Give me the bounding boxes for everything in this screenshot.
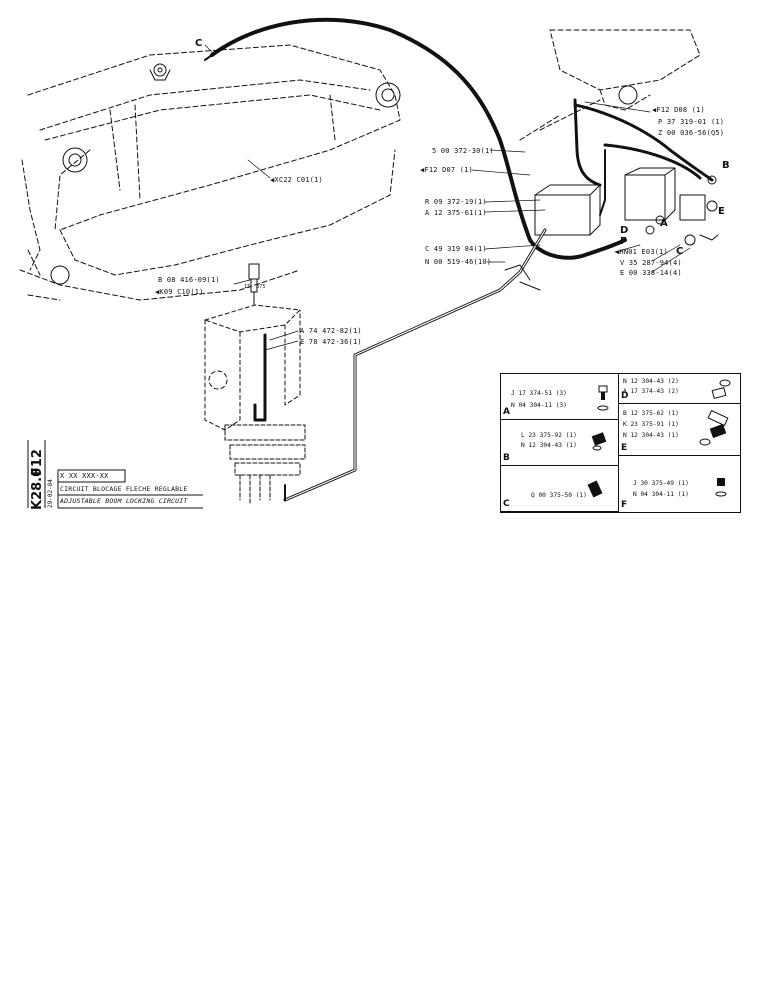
hose-vertical: [573, 98, 602, 187]
callout-letter-e: E: [718, 206, 725, 217]
legend-cell-a: J 17 374-51 (3) N 04 304-11 (3) A: [501, 374, 619, 420]
fitting-c-icon: [587, 480, 603, 498]
fitting-f-icon: [715, 478, 727, 497]
frame-bracket: [204, 304, 301, 431]
legend-cell-e: B 12 375-62 (1) K 23 375-91 (1) N 12 304…: [619, 404, 740, 456]
callout-letter-a: A: [660, 218, 668, 229]
fitting-b-icon: [591, 432, 607, 451]
callout-letter-f: F: [620, 236, 627, 247]
boom-structure: [19, 44, 401, 301]
callout-n00: N 00 519-46(10): [425, 258, 492, 266]
drawing-date: 29-02-84: [47, 479, 54, 508]
turret-structure: [519, 29, 701, 141]
callout-c49: C 49 319 84(1): [425, 245, 487, 253]
fitting-e-icon: [699, 410, 729, 446]
distributor-block: [224, 424, 306, 506]
callout-num-15: 15: [244, 284, 251, 290]
valve-block: [534, 167, 719, 246]
callout-r09: R 09 372-19(1): [425, 198, 487, 206]
fitting-a-icon: [597, 385, 609, 411]
callout-hn01: ◀HN01 E03(1): [615, 248, 668, 256]
fitting-d-icon: [711, 379, 731, 400]
callout-a74: A 74 472-82(1): [300, 327, 362, 335]
drawing-title-fr: CIRCUIT BLOCAGE FLECHE REGLABLE: [60, 485, 188, 493]
callout-k09: ◀K09 C10(1): [155, 288, 204, 296]
main-hose-upper: [210, 17, 627, 260]
legend-cell-d: N 12 304-43 (2) A 17 374-43 (2) D: [619, 374, 740, 404]
drawing-title-en: ADJUSTABLE BOOM LOCKING CIRCUIT: [60, 497, 188, 505]
hose-d08: [573, 103, 714, 182]
hose-z00: [603, 143, 702, 180]
title-block-frame: [27, 440, 203, 509]
callout-f12-d07: ◀F12 D07 (1): [420, 166, 473, 174]
callout-num-375: 375: [256, 284, 266, 290]
callout-letter-c: C: [676, 246, 684, 257]
callout-a12: A 12 375-61(1): [425, 209, 487, 217]
boom-pivots: [50, 63, 401, 285]
callout-b08: B 08 416-09(1): [158, 276, 220, 284]
legend-cell-b: L 23 375-92 (1) N 12 304-43 (1) B: [501, 420, 619, 466]
legend-cell-f: J 30 375-49 (1) N 04 304-11 (1) F: [619, 456, 740, 512]
leader-lines: [204, 44, 691, 351]
callout-e78: E 78 472-36(1): [300, 338, 362, 346]
title-block: F12 K28.0 29-02-84 X XX XXX-XX CIRCUIT B…: [28, 440, 203, 510]
callout-e00: E 00 338-14(4): [620, 269, 682, 277]
callout-z00: Z 00 036-56(Q5): [658, 129, 725, 137]
drawing-ref: X XX XXX-XX: [60, 472, 109, 480]
callout-xc22: ◀XC22 C01(1): [270, 176, 323, 184]
callout-letter-b: B: [722, 160, 730, 171]
drawing-code-k28: K28.0: [30, 467, 45, 510]
turret-pivot: [618, 85, 638, 105]
parts-legend: J 17 374-51 (3) N 04 304-11 (3) A L 23 3…: [500, 373, 741, 513]
pipe-a74: [253, 333, 267, 422]
legend-cell-c: Q 00 375-50 (1) C: [501, 466, 619, 512]
callout-p37: P 37 319-01 (1): [658, 118, 725, 126]
callout-f12-d08: ◀F12 D08 (1): [652, 106, 705, 114]
valve-b08: [248, 263, 260, 306]
callout-s500: 5 00 372-30(1): [432, 147, 494, 155]
callout-letter-c-top: C: [195, 38, 203, 49]
callout-letter-d: D: [620, 225, 629, 236]
callout-v35: V 35 287-94(4): [620, 259, 682, 267]
